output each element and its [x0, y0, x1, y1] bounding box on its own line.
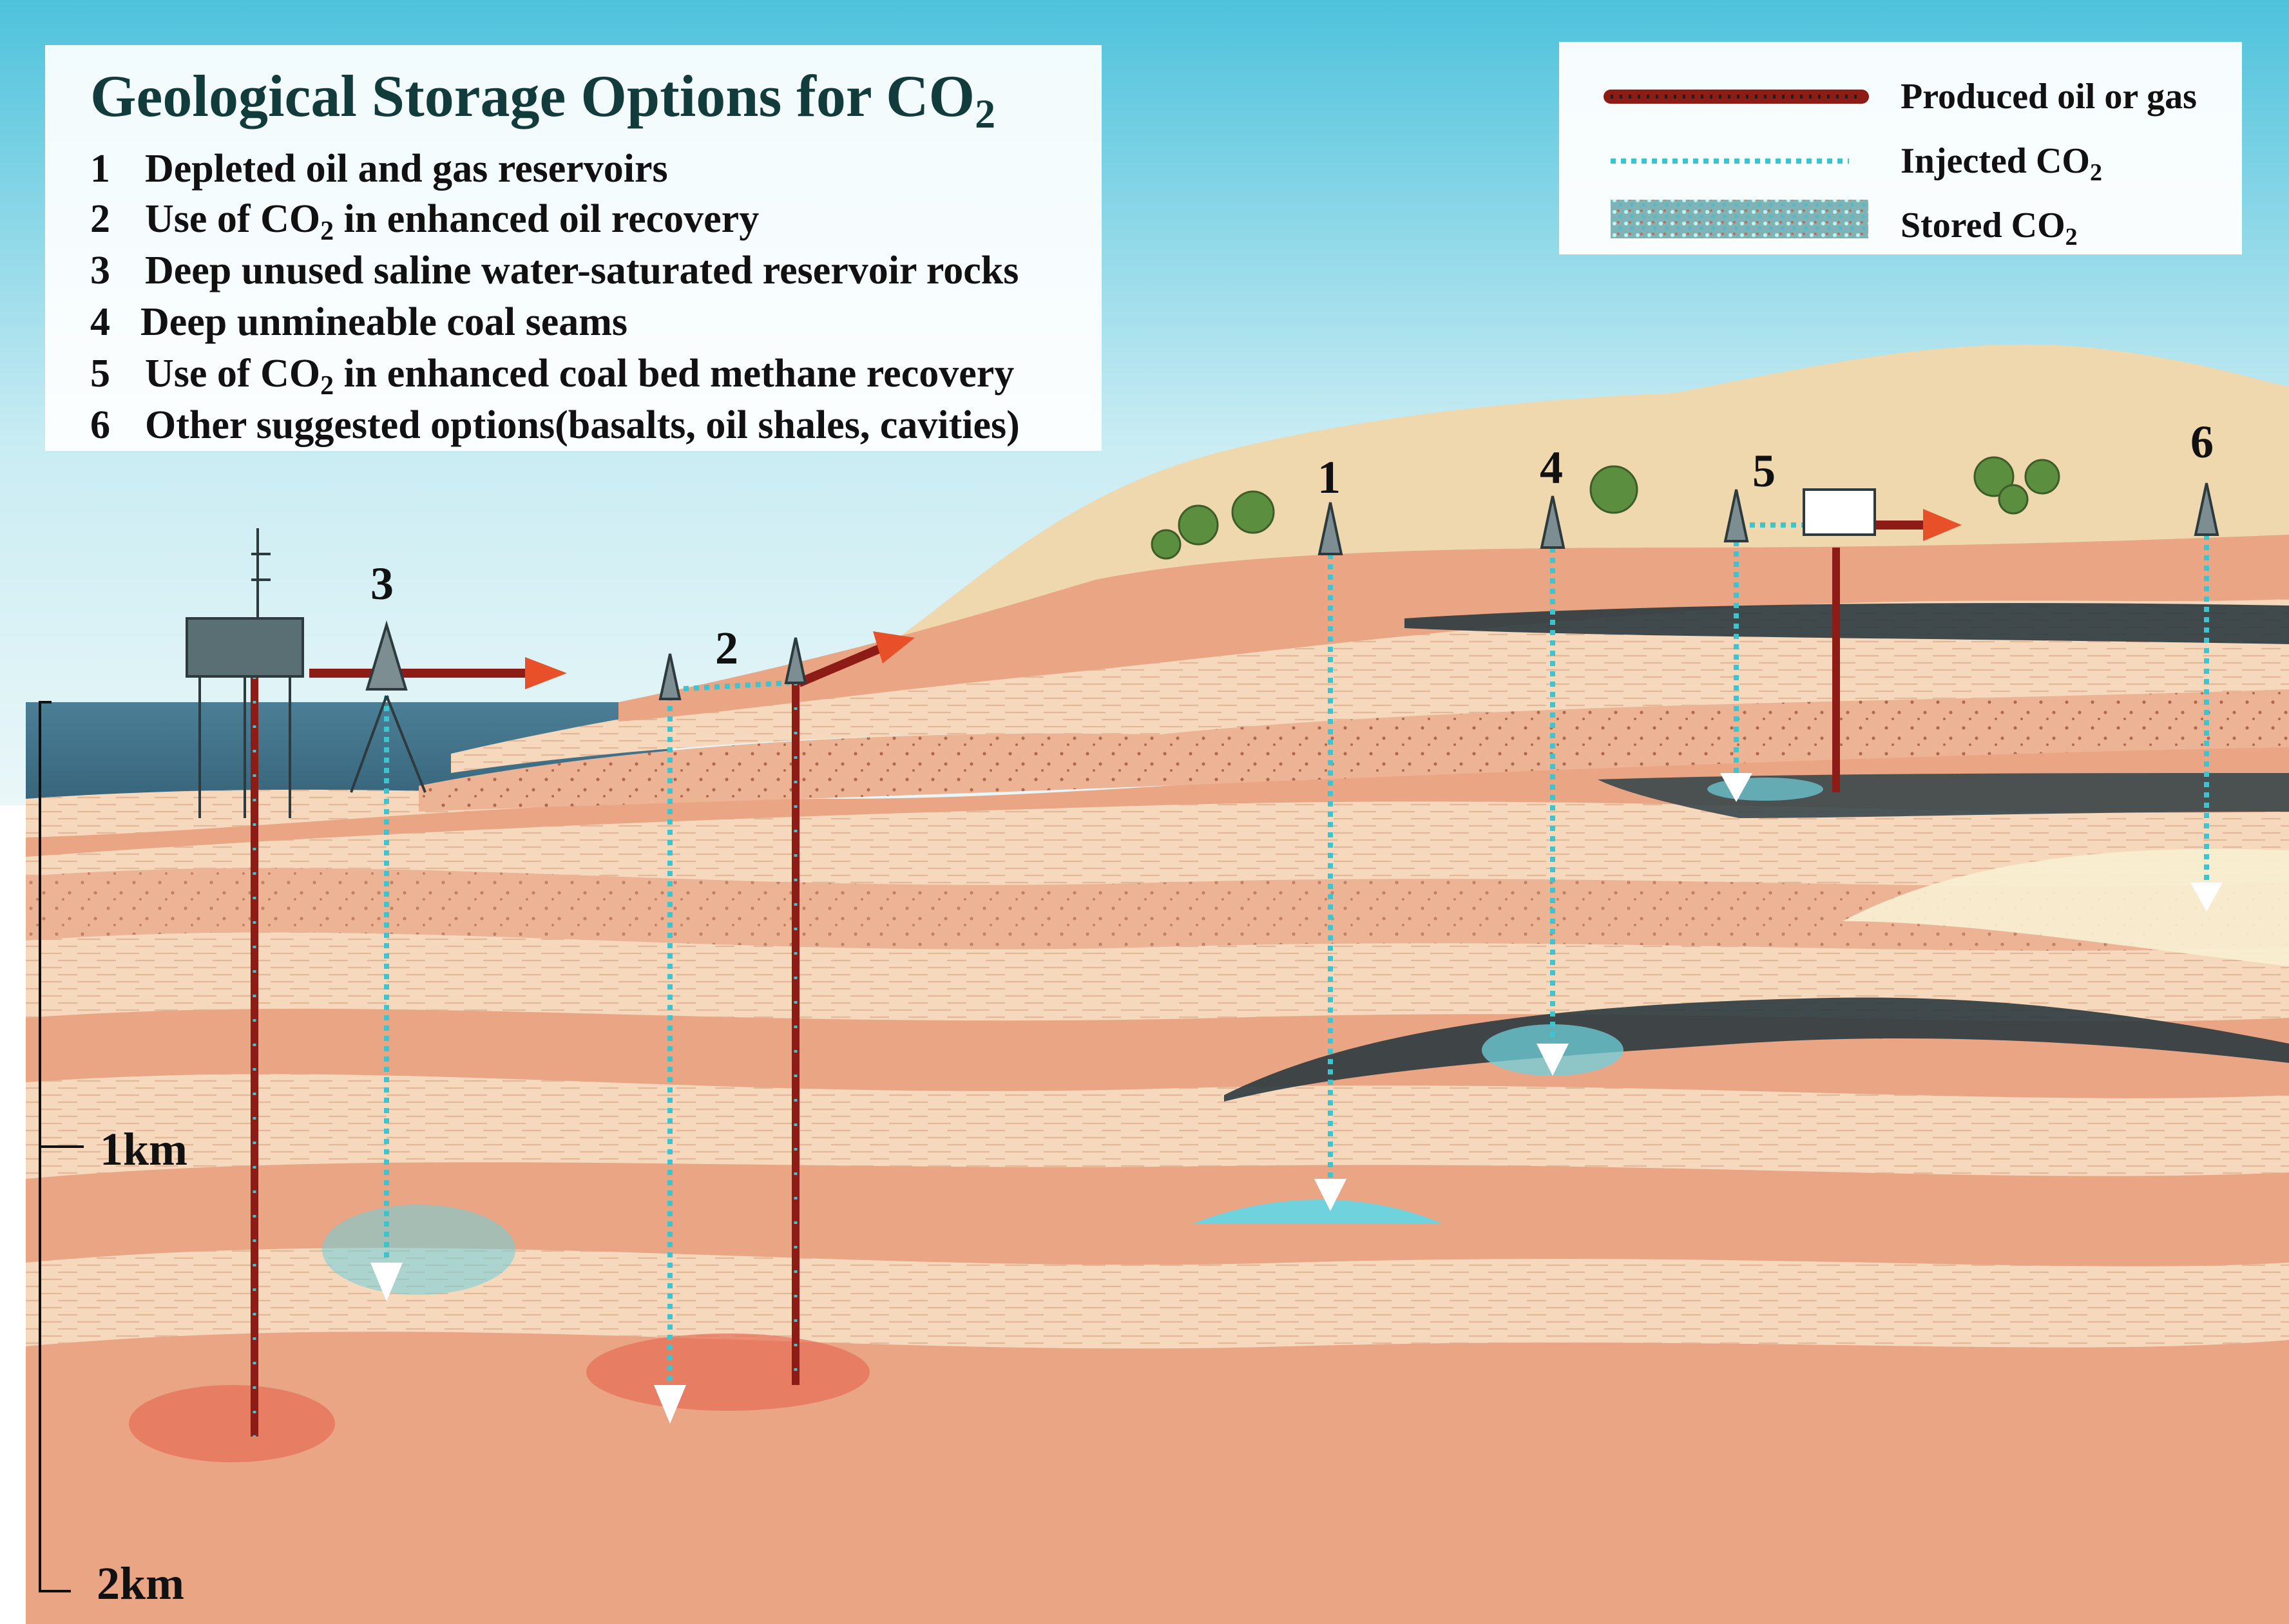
- option-6-number: 6: [90, 403, 110, 447]
- option-5-sub: 2: [320, 371, 334, 401]
- depth-label-2km: 2km: [97, 1558, 184, 1609]
- offshore-platform-legs: [198, 676, 291, 818]
- legend-stored-label: Stored CO2: [1901, 205, 2078, 251]
- well-label-5: 5: [1752, 445, 1776, 497]
- arrow-well-4-down: [1537, 1044, 1569, 1076]
- option-5-number: 5: [90, 352, 110, 396]
- strata: [26, 535, 2289, 1624]
- stratum-3-dots: [419, 683, 2289, 812]
- well-2-link: [673, 680, 790, 692]
- option-2-pre: Use of CO: [145, 197, 320, 241]
- derrick-well-6: [2194, 482, 2219, 536]
- option-2-sub: 2: [320, 216, 334, 246]
- mineral-zone-6: [1843, 848, 2289, 966]
- coal-seam-deep: [1224, 997, 2289, 1102]
- coal-seam-upper: [1404, 603, 2289, 644]
- stored-co2-well-1: [1192, 1199, 1443, 1224]
- well-label-4: 4: [1540, 442, 1563, 493]
- arrow-well-2-out-head: [873, 631, 915, 664]
- option-3: 3 Deep unused saline water-saturated rese…: [90, 249, 1019, 292]
- options-panel: [45, 45, 1102, 451]
- option-2-number: 2: [90, 197, 110, 241]
- oil-reservoir-3: [129, 1385, 335, 1462]
- well-label-1: 1: [1317, 452, 1341, 503]
- well-labels: 3 2 1 4 5 6: [370, 416, 2214, 674]
- arrow-well-5-down: [1720, 773, 1752, 802]
- stratum-9-hatch: [26, 1061, 2289, 1179]
- page-title: Geological Storage Options for CO2: [90, 63, 995, 137]
- stratum-base: [26, 1307, 2289, 1624]
- arrow-well-3-out-head: [525, 657, 567, 689]
- stratum-4: [26, 741, 2289, 857]
- offshore-platform: [186, 617, 304, 678]
- legend-produced-label: Produced oil or gas: [1901, 77, 2197, 117]
- legend-stored-sub: 2: [2065, 224, 2078, 251]
- oil-reservoir-2: [586, 1333, 870, 1411]
- arrow-well-5-out-head: [1923, 509, 1962, 541]
- flow-arrows: [309, 509, 2223, 1424]
- option-5-pre: Use of CO: [145, 352, 320, 396]
- processing-building: [1803, 488, 1876, 536]
- derrick-well-2b: [784, 637, 807, 684]
- depth-label-1km: 1km: [100, 1123, 187, 1175]
- arrow-well-1-down: [1314, 1179, 1346, 1211]
- legend-injected-sub: 2: [2090, 159, 2102, 186]
- well-label-3: 3: [370, 558, 394, 609]
- arrow-well-3-down: [370, 1263, 403, 1301]
- option-5: 5 Use of CO2 in enhanced coal bed methane…: [90, 352, 1014, 401]
- well-label-2: 2: [715, 622, 738, 674]
- option-5-post: in enhanced coal bed methane recovery: [334, 352, 1014, 396]
- trees: [1151, 456, 2060, 560]
- page-title-main: Geological Storage Options for CO: [90, 63, 975, 129]
- well-label-6: 6: [2190, 416, 2214, 468]
- derrick-well-3: [350, 620, 426, 793]
- arrow-well-2-out: [797, 643, 885, 687]
- legend: Produced oil or gas Injected CO2 Stored …: [1604, 77, 2197, 251]
- option-4-text: Deep unmineable coal seams: [140, 300, 627, 344]
- arrow-well-2-down: [654, 1385, 686, 1424]
- legend-injected-label: Injected CO2: [1901, 141, 2102, 186]
- derrick-well-1: [1317, 502, 1343, 555]
- legend-injected-pre: Injected CO: [1901, 141, 2090, 181]
- derrick-well-5: [1723, 489, 1749, 542]
- derrick-well-2a: [658, 653, 682, 700]
- option-2-post: in enhanced oil recovery: [334, 197, 759, 241]
- option-4-number: 4: [90, 300, 110, 344]
- surface-structures: [186, 482, 2219, 818]
- legend-stored-swatch: [1611, 200, 1868, 238]
- depth-scale: [39, 701, 84, 1592]
- option-1-number: 1: [90, 147, 110, 191]
- legend-stored-pre: Stored CO: [1901, 205, 2065, 245]
- option-1: 1 Depleted oil and gas reservoirs: [90, 147, 668, 191]
- arrow-well-6-down: [2190, 883, 2223, 912]
- option-6-text: Other suggested options(basalts, oil sha…: [145, 403, 1020, 447]
- option-4: 4 Deep unmineable coal seams: [90, 300, 627, 344]
- option-3-number: 3: [90, 249, 110, 292]
- option-3-text: Deep unused saline water-saturated reser…: [145, 249, 1019, 292]
- offshore-platform-tower: [251, 528, 271, 618]
- derrick-well-4: [1540, 495, 1566, 549]
- option-6: 6 Other suggested options(basalts, oil sh…: [90, 403, 1020, 447]
- wells: [251, 522, 2209, 1437]
- stratum-10: [26, 1147, 2289, 1266]
- stored-co2-well-3: [322, 1205, 515, 1295]
- page-title-sub: 2: [975, 91, 995, 137]
- option-1-text: Depleted oil and gas reservoirs: [145, 147, 668, 191]
